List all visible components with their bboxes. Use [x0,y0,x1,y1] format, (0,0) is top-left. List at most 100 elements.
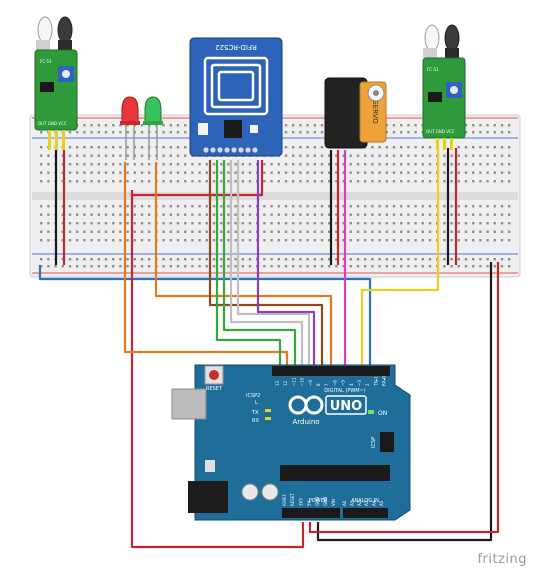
breadboard-hole [500,222,504,225]
breadboard-hole [378,258,381,261]
breadboard-hole [450,163,453,166]
breadboard-hole [68,180,72,183]
breadboard-hole [313,171,316,174]
breadboard-hole [212,171,216,174]
pin-label: 8 [316,383,321,386]
breadboard-hole [140,154,144,157]
ir-left-pins: OUT GND VCC [38,121,67,126]
breadboard-hole [400,180,403,183]
breadboard-hole [176,265,180,268]
breadboard-hole [227,171,230,174]
breadboard-hole [241,180,244,183]
breadboard-hole [335,205,338,208]
breadboard-hole [421,180,424,183]
breadboard-hole [364,163,367,166]
wire-white-rfid-2 [236,160,311,372]
breadboard-hole [270,230,273,233]
breadboard-hole [292,230,295,233]
breadboard-hole [493,180,496,183]
breadboard-hole [68,239,72,242]
breadboard-hole [500,205,504,208]
breadboard-hole [407,239,410,242]
breadboard-hole [392,239,396,242]
breadboard-hole [277,163,280,166]
breadboard-hole [284,205,288,208]
breadboard-hole [479,163,482,166]
breadboard-hole [320,163,324,166]
breadboard-hole [148,265,151,268]
breadboard-hole [371,258,374,261]
breadboard-hole [493,131,496,134]
breadboard-hole [241,163,244,166]
breadboard-hole [97,146,100,149]
breadboard-hole [227,205,230,208]
breadboard-hole [385,258,388,261]
breadboard-hole [198,171,201,174]
breadboard-hole [320,258,324,261]
wire-orange-led-red [123,162,289,372]
breadboard-hole [364,171,367,174]
breadboard-hole [241,171,244,174]
breadboard-hole [407,258,410,261]
breadboard-hole [464,230,468,233]
breadboard-hole [227,213,230,216]
breadboard-hole [162,171,165,174]
breadboard-hole [407,171,410,174]
breadboard-hole [284,131,288,134]
breadboard-hole [421,154,424,157]
breadboard-hole [97,124,100,127]
breadboard-hole [320,146,324,149]
ir-sensor-right: FC-51 OUT GND VCC [422,24,466,150]
breadboard-hole [472,180,475,183]
breadboard-hole [328,222,331,225]
breadboard-hole [320,180,324,183]
breadboard-hole [184,222,187,225]
breadboard-hole [313,265,316,268]
breadboard-hole [191,222,194,225]
breadboard-hole [140,205,144,208]
wire-green-rfid-2 [222,160,297,372]
breadboard [29,114,521,278]
breadboard-hole [342,222,345,225]
pin-label: TX▸1 [373,376,378,387]
breadboard-hole [493,265,496,268]
pin-label: RX◂0 [382,375,387,386]
breadboard-hole [335,222,338,225]
breadboard-hole [191,205,194,208]
breadboard-hole [472,205,475,208]
breadboard-hole [392,222,396,225]
breadboard-hole [486,124,489,127]
breadboard-hole [148,230,151,233]
arduino-icsp2-label: ICSP2 [246,393,260,399]
breadboard-hole [126,230,129,233]
breadboard-hole [90,154,93,157]
wire-white-rfid-1 [229,160,304,372]
breadboard-hole [61,213,64,216]
breadboard-hole [162,146,165,149]
breadboard-hole [212,205,216,208]
breadboard-hole [126,163,129,166]
breadboard-hole [169,171,172,174]
breadboard-hole [364,180,367,183]
breadboard-hole [450,239,453,242]
breadboard-hole [371,222,374,225]
breadboard-hole [356,154,360,157]
breadboard-hole [162,124,165,127]
breadboard-hole [270,222,273,225]
breadboard-hole [133,171,136,174]
breadboard-hole [61,171,64,174]
breadboard-hole [500,230,504,233]
pin-label: ~9 [308,380,313,386]
breadboard-hole [140,163,144,166]
breadboard-hole [414,154,417,157]
arduino-on-label: ON [378,410,387,417]
breadboard-hole [392,230,396,233]
breadboard-hole [342,180,345,183]
pin-label: ~6 [332,380,337,386]
breadboard-hole [220,230,223,233]
breadboard-hole [191,180,194,183]
breadboard-hole [472,222,475,225]
pin-label: RESET [290,493,295,506]
breadboard-hole [61,180,64,183]
